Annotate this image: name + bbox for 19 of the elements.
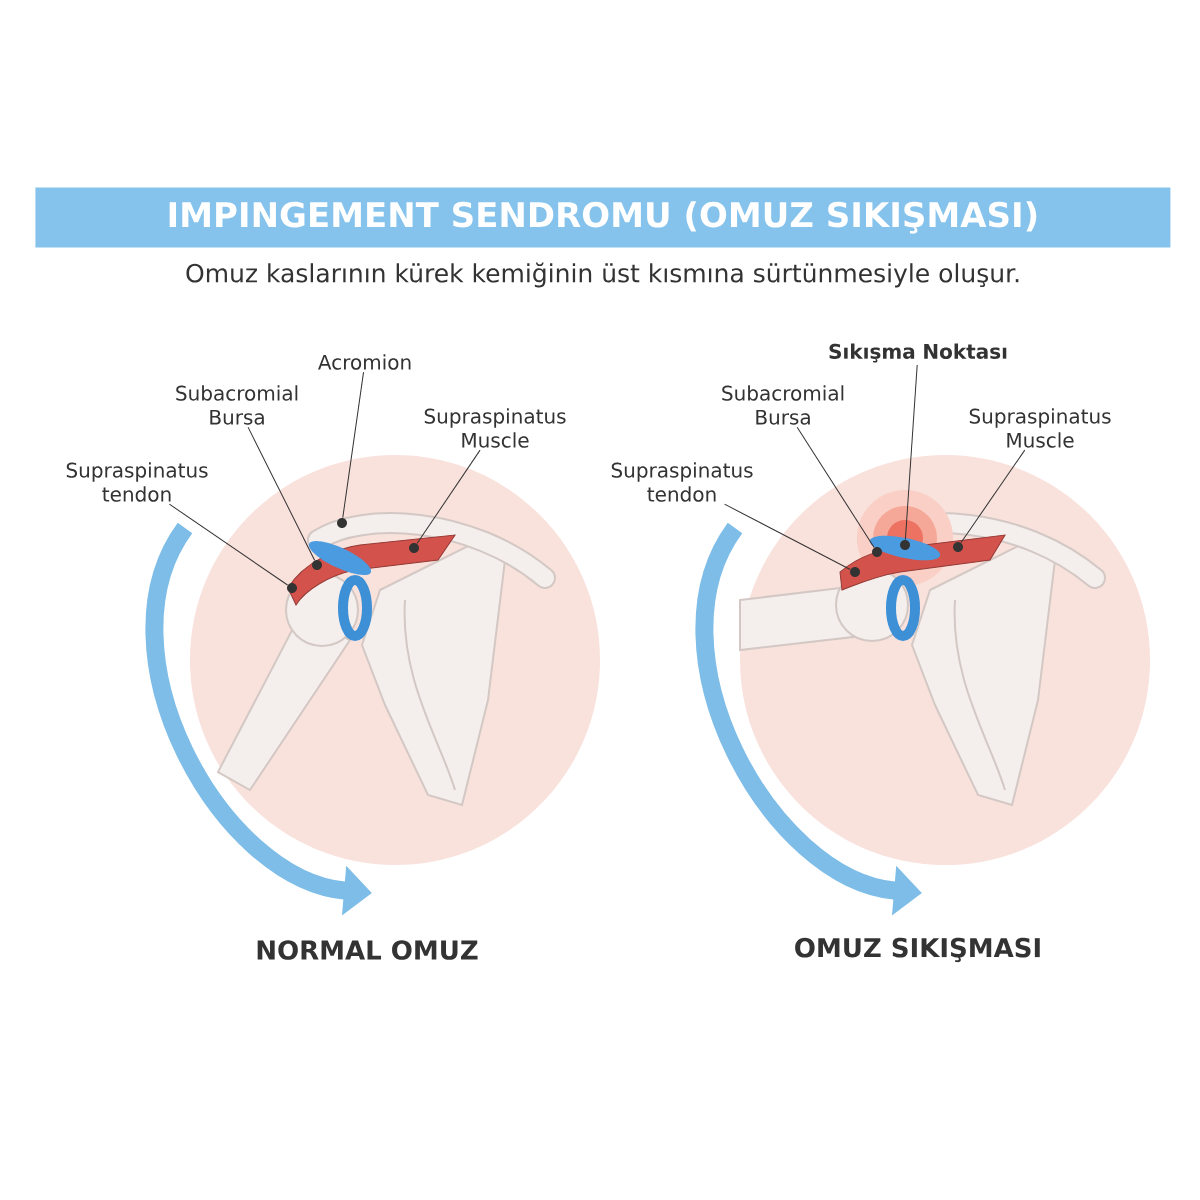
anatomy-label: Subacromial Bursa [176,385,298,425]
anatomy-label: Supraspinatus tendon [66,462,208,502]
leader-line [168,503,289,586]
anatomy-label: Supraspinatus Muscle [969,408,1111,448]
leader-line [796,426,875,548]
panel-caption: NORMAL OMUZ [257,940,478,960]
leader-line [904,364,918,541]
panel-caption: OMUZ SIKIŞMASI [795,937,1040,963]
anatomy-label: Supraspinatus tendon [611,462,753,502]
anatomy-label: Subacromial Bursa [722,385,844,425]
subtitle: Omuz kaslarının kürek kemiğinin üst kısmına sürtünmesiyle oluşur. [186,262,1019,288]
leader-line [416,449,481,545]
anatomy-label: Sıkışma Noktası [829,343,1007,363]
title-banner: IMPINGEMENT SENDROMU (OMUZ SIKIŞMASI) [35,187,1171,248]
leader-line [960,449,1026,544]
leader-line [342,371,365,519]
anatomy-label: Supraspinatus Muscle [424,408,566,448]
leader-line [247,426,316,561]
anatomy-label: Acromion [318,354,411,370]
